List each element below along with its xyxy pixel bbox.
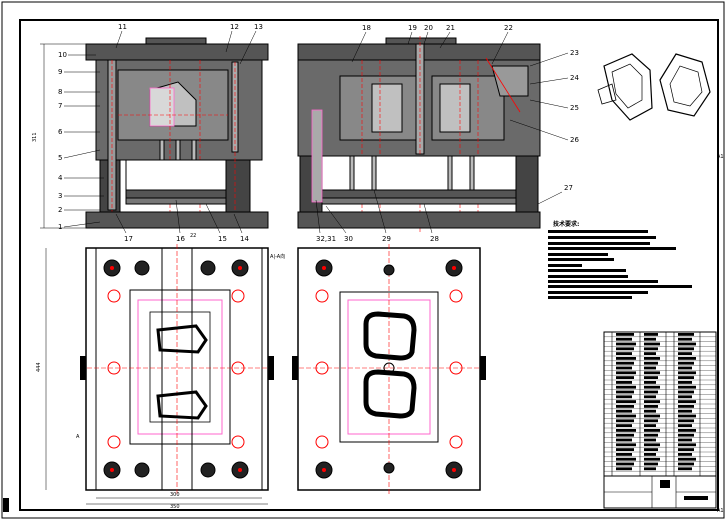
- callout-24: 24: [570, 74, 579, 82]
- callout-28: 28: [430, 235, 439, 243]
- callout-11: 11: [118, 23, 127, 31]
- callout-1: 1: [58, 223, 62, 231]
- plan-left-dimensions: 444 300 350 A A|-A向: [36, 248, 285, 510]
- margin-mark-left: [3, 498, 9, 512]
- callout-19: 19: [408, 24, 417, 32]
- callout-6: 6: [58, 128, 63, 136]
- tech-heading: 技术要求:: [553, 220, 579, 228]
- section-mark-a: A: [76, 434, 80, 440]
- callout-15: 15: [218, 235, 227, 243]
- callout-26: 26: [570, 136, 579, 144]
- callout-12: 12: [230, 23, 239, 31]
- callout-14: 14: [240, 235, 249, 243]
- callout-7: 7: [58, 102, 62, 110]
- callout-4: 4: [58, 174, 63, 182]
- left-height-dimension: 311: [32, 43, 86, 229]
- callout-3: 3: [58, 192, 62, 200]
- callout-8: 8: [58, 88, 62, 96]
- part-isometric-views: [597, 53, 711, 121]
- callout-16: 16: [176, 235, 185, 243]
- margin-mark-a1-bottom: A1: [717, 508, 724, 514]
- callout-25: 25: [570, 104, 579, 112]
- technical-requirements: 技术要求:: [548, 220, 692, 299]
- callout-22: 22: [504, 24, 513, 32]
- callout-2: 2: [58, 206, 62, 214]
- callout-18: 18: [362, 24, 371, 32]
- dim-plan-height: 444: [36, 362, 42, 372]
- dim-left-height: 311: [32, 132, 38, 142]
- callout-10: 10: [58, 51, 67, 59]
- margin-mark-a1-top: A1: [717, 154, 724, 160]
- callout-31-32: 32,31: [316, 235, 336, 243]
- callout-17: 17: [124, 235, 133, 243]
- dim-plan-width: 300: [170, 492, 180, 498]
- callout-13: 13: [254, 23, 263, 31]
- title-block: [603, 475, 717, 509]
- callout-30: 30: [344, 235, 353, 243]
- callout-9: 9: [58, 68, 62, 76]
- right-section-view: [297, 36, 541, 232]
- callout-21: 21: [446, 24, 455, 32]
- right-callouts: 18 19 20 21 22 23 24 25 26 27 28 29 30 3…: [315, 24, 579, 243]
- plan-view-right: [292, 244, 486, 496]
- callout-16-extra: 22: [190, 233, 196, 239]
- callout-27: 27: [564, 184, 573, 192]
- callout-29: 29: [382, 235, 391, 243]
- left-callouts: 1 2 3 4 5 6 7 8 9 10 11 12 13 14 15 16 2…: [58, 23, 263, 243]
- callout-23: 23: [570, 49, 579, 57]
- plan-view-left: [80, 244, 276, 496]
- left-section-view: [85, 37, 269, 229]
- callout-5: 5: [58, 154, 62, 162]
- dim-plan-width2: 350: [170, 504, 180, 510]
- bill-of-materials-table: [603, 331, 717, 477]
- plan-section-label: A|-A向: [270, 253, 285, 260]
- callout-20: 20: [424, 24, 433, 32]
- inner-border: [19, 19, 719, 511]
